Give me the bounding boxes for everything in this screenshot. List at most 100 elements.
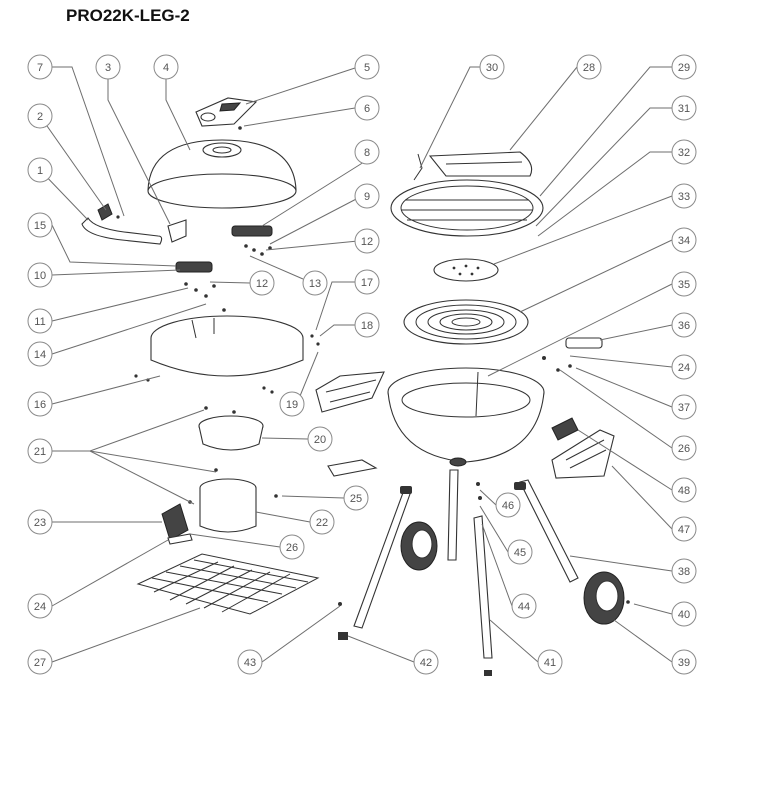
callout-46: 46 [495,492,521,518]
callout-6-label: 6 [364,103,370,115]
callout-41-label: 41 [544,657,556,669]
callout-25-label: 25 [350,493,362,505]
callout-40: 40 [671,601,697,627]
callout-3-label: 3 [105,62,111,74]
callout-39: 39 [671,649,697,675]
callout-19: 19 [279,391,305,417]
callout-22: 22 [309,509,335,535]
callout-44-label: 44 [518,601,530,613]
callout-48-label: 48 [678,485,690,497]
callout-13: 13 [302,270,328,296]
callout-1-label: 1 [37,165,43,177]
callout-43-label: 43 [244,657,256,669]
callout-8: 8 [354,139,380,165]
charcoal-plate-part [433,258,499,282]
callout-18-label: 18 [361,320,373,332]
callout-12b: 12 [249,270,275,296]
callout-31-label: 31 [678,103,690,115]
callout-13-label: 13 [309,278,321,290]
callout-28: 28 [576,54,602,80]
callout-24a: 24 [27,593,53,619]
charcoal-grate-part [403,299,529,345]
callout-14: 14 [27,341,53,367]
callout-35-label: 35 [678,279,690,291]
callout-27-label: 27 [34,657,46,669]
callout-29-label: 29 [678,62,690,74]
callout-42-label: 42 [420,657,432,669]
callout-18: 18 [354,312,380,338]
callout-17: 17 [354,269,380,295]
bowl-part [387,367,545,467]
lid-part [147,139,297,209]
callout-12a: 12 [354,228,380,254]
diagram-title: PRO22K-LEG-2 [66,6,190,25]
callout-36-label: 36 [678,320,690,332]
callout-21: 21 [27,438,53,464]
side-shelf-part [315,371,385,413]
callout-17-label: 17 [361,277,373,289]
callout-4: 4 [153,54,179,80]
callout-27: 27 [27,649,53,675]
callout-40-label: 40 [678,609,690,621]
callout-14-label: 14 [34,349,46,361]
bottom-rack-part [136,553,320,615]
part-drawings [81,97,630,676]
callout-2-label: 2 [37,111,43,123]
callout-2: 2 [27,103,53,129]
callout-11-label: 11 [34,316,45,328]
bowl-accessory-parts [327,337,615,479]
callout-5: 5 [354,54,380,80]
callout-7: 7 [27,54,53,80]
callout-28-label: 28 [583,62,595,74]
callout-34-label: 34 [678,235,690,247]
callout-9-label: 9 [364,191,370,203]
callout-16-label: 16 [34,399,46,411]
callout-19-label: 19 [286,399,298,411]
callout-10-label: 10 [34,270,46,282]
callout-5-label: 5 [364,62,370,74]
callout-47: 47 [671,516,697,542]
callout-12a-label: 12 [361,236,373,248]
callout-24a-label: 24 [34,601,46,613]
ash-bracket-part [198,406,264,472]
callout-38: 38 [671,558,697,584]
callout-23: 23 [27,509,53,535]
callout-29: 29 [671,54,697,80]
callout-36: 36 [671,312,697,338]
callout-15: 15 [27,212,53,238]
callout-25: 25 [343,485,369,511]
callout-47-label: 47 [678,524,690,536]
callout-39-label: 39 [678,657,690,669]
callout-37-label: 37 [678,402,690,414]
callout-38-label: 38 [678,566,690,578]
callout-33-label: 33 [678,191,690,203]
ash-can-part [188,478,278,533]
callout-12b-label: 12 [256,278,268,290]
callout-20-label: 20 [314,434,326,446]
callout-26b-label: 26 [678,443,690,455]
callout-33: 33 [671,183,697,209]
callout-4-label: 4 [163,62,169,74]
leader-lines [39,66,673,663]
callout-26a-label: 26 [286,542,298,554]
callout-32-label: 32 [678,147,690,159]
callout-7-label: 7 [37,62,43,74]
callout-41: 41 [537,649,563,675]
callout-34: 34 [671,227,697,253]
damper-parts [175,225,273,322]
legs-and-wheels [338,469,630,676]
callout-26a: 26 [279,534,305,560]
callout-8-label: 8 [364,147,370,159]
callout-6: 6 [354,95,380,121]
callout-35: 35 [671,271,697,297]
callout-21-label: 21 [34,446,46,458]
callout-3: 3 [95,54,121,80]
callout-1: 1 [27,157,53,183]
callout-45: 45 [507,539,533,565]
callout-26b: 26 [671,435,697,461]
callout-24b: 24 [671,354,697,380]
lid-vent-part [195,97,258,130]
callout-45-label: 45 [514,547,526,559]
callout-37: 37 [671,394,697,420]
